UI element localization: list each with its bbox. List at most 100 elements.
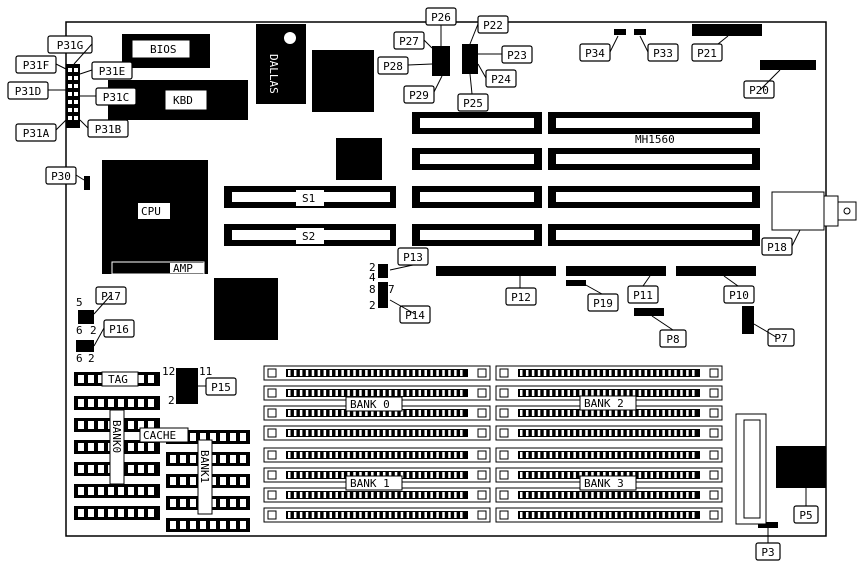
jumper-label-text: P31B: [95, 123, 122, 136]
jumper-label-p5: P5: [793, 505, 819, 524]
jumper-label-text: P13: [403, 251, 423, 264]
p14-pin-2: 2: [369, 299, 376, 312]
jumper-label-text: P20: [749, 84, 769, 97]
sram-chip: [166, 518, 250, 532]
bank0-vertical-label: BANK0: [110, 420, 123, 453]
simm-socket: [263, 467, 491, 483]
bank1-vertical-label: BANK1: [198, 450, 211, 483]
bank-2-label-group: BANK 2: [579, 395, 637, 411]
jumper-label-text: P14: [405, 309, 425, 322]
bank-0-label: BANK 0: [350, 398, 390, 411]
model-label: MH1560: [635, 133, 675, 146]
p12-connector: [436, 266, 556, 276]
jumper-label-text: P5: [799, 509, 812, 522]
simm-socket: [263, 487, 491, 503]
jumper-label-text: P3: [761, 546, 774, 559]
p22-25-block: [462, 44, 478, 74]
sram-chip: [74, 506, 160, 520]
simm-socket: [495, 365, 723, 381]
jumper-label-text: P11: [633, 289, 653, 302]
jumper-label-p15: P15: [205, 377, 237, 396]
jumper-label-p7: P7: [767, 328, 795, 347]
sram-chip: [74, 484, 160, 498]
jumper-label-text: P31D: [15, 85, 42, 98]
jumper-label-p34: P34: [579, 43, 611, 62]
jumper-label-text: P27: [399, 35, 419, 48]
p15-pin-2: 2: [168, 394, 175, 407]
bank-3-label-group: BANK 3: [579, 475, 637, 491]
bank-1-label: BANK 1: [350, 477, 390, 490]
p13-pin-2: 2: [369, 261, 376, 274]
p15-pin-11: 11: [199, 365, 212, 378]
s1-label: S1: [302, 192, 315, 205]
dallas-label: DALLAS: [267, 54, 280, 94]
p16-pin-6: 6: [76, 352, 83, 365]
io-bracket: [735, 413, 767, 525]
jumper-label-p21: P21: [691, 43, 723, 62]
jumper-label-p16: P16: [103, 319, 135, 338]
p7-connector: [742, 306, 754, 334]
simm-socket: [495, 507, 723, 523]
jumper-label-text: P26: [431, 11, 451, 24]
jumper-label-text: P10: [729, 289, 749, 302]
jumper-label-p31d: P31D: [7, 81, 49, 100]
bank0-vertical-group: BANK0: [109, 409, 125, 485]
p16-pin-2: 2: [88, 352, 95, 365]
jumper-label-p31e: P31E: [91, 61, 133, 80]
simm-socket: [263, 507, 491, 523]
dallas-clock-chip: DALLAS: [256, 24, 306, 104]
jumper-label-p13: P13: [397, 247, 429, 266]
jumper-label-text: P31G: [57, 39, 84, 52]
jumper-label-p10: P10: [723, 285, 755, 304]
p17-pin-6: 6: [76, 324, 83, 337]
chipset-square-2: [336, 138, 382, 180]
jumper-label-p3: P3: [755, 542, 781, 561]
sram-chip: [74, 396, 160, 410]
jumper-label-text: P16: [109, 323, 129, 336]
slot-s2: S2: [224, 224, 396, 246]
jumper-label-text: P29: [409, 89, 429, 102]
jumper-label-p23: P23: [501, 45, 533, 64]
chipset-square-3: [214, 278, 278, 340]
jumper-label-text: P17: [101, 290, 121, 303]
jumper-label-p33: P33: [647, 43, 679, 62]
p33-connector: [634, 29, 646, 35]
jumper-label-p31g: P31G: [47, 35, 93, 54]
jumper-label-text: P12: [511, 291, 531, 304]
jumper-label-p30: P30: [45, 166, 77, 185]
bank-1-label-group: BANK 1: [345, 475, 403, 491]
jumper-label-text: P28: [383, 60, 403, 73]
jumper-label-p31f: P31F: [15, 55, 57, 74]
jumper-label-p29: P29: [403, 85, 435, 104]
simm-socket: [263, 365, 491, 381]
jumper-label-text: P31E: [99, 65, 126, 78]
jumper-label-text: P31C: [103, 91, 130, 104]
jumper-label-p24: P24: [485, 69, 517, 88]
chipset-square-1: [312, 50, 374, 112]
jumper-label-p31c: P31C: [95, 87, 137, 106]
p17-pin-2: 2: [90, 324, 97, 337]
jumper-label-p19: P19: [587, 293, 619, 312]
jumper-label-p20: P20: [743, 80, 775, 99]
jumper-label-text: P22: [483, 19, 503, 32]
p13-connector: [378, 264, 388, 278]
bank1-vertical-group: BANK1: [197, 439, 213, 515]
cache-label-group: CACHE: [139, 427, 189, 443]
p14-connector: [378, 282, 388, 308]
jumper-label-text: P7: [774, 332, 787, 345]
jumper-label-text: P31F: [23, 59, 50, 72]
jumper-label-text: P24: [491, 73, 511, 86]
jumper-label-text: P8: [666, 333, 679, 346]
kbd-label: KBD: [173, 94, 193, 107]
bios-chip: BIOS: [122, 34, 210, 68]
p34-connector: [614, 29, 626, 35]
jumper-label-p22: P22: [477, 15, 509, 34]
jumper-label-p26: P26: [425, 7, 457, 26]
p27-29-block: [432, 46, 450, 76]
p13-pin-4: 4: [369, 271, 376, 284]
jumper-label-text: P23: [507, 49, 527, 62]
p15-pin-12: 12: [162, 365, 175, 378]
p14-pin-8: 8: [369, 283, 376, 296]
simm-area: [263, 365, 723, 523]
